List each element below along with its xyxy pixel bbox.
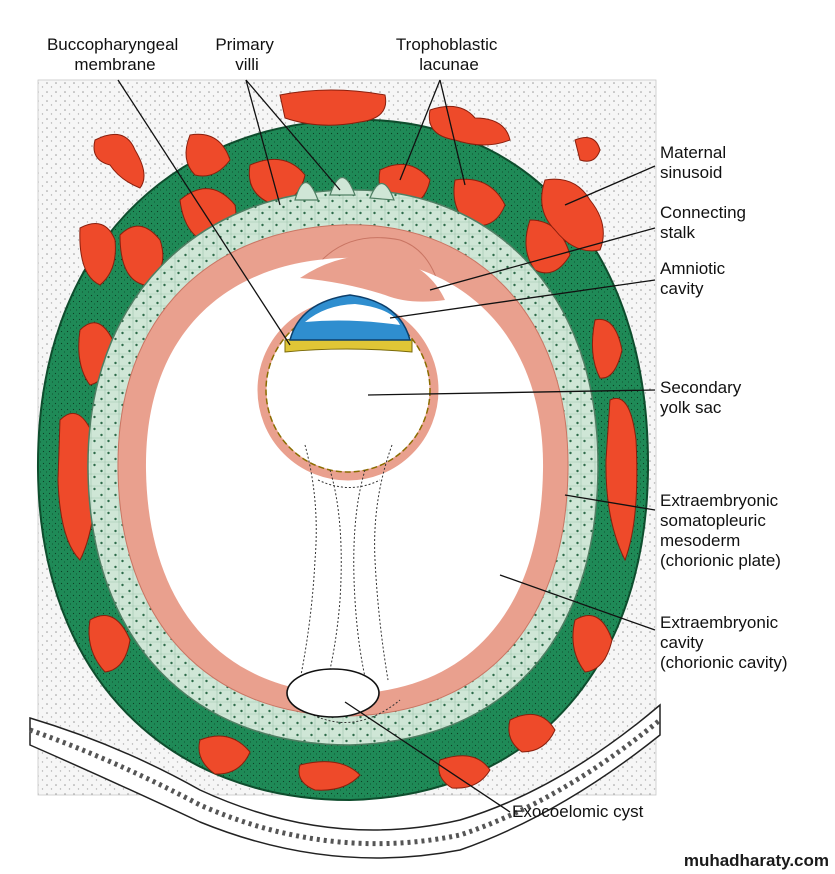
label-somatopleuric-mesoderm: Extraembryonic somatopleuric mesoderm (c…: [660, 491, 783, 570]
maternal-sinusoids: [79, 89, 604, 286]
label-connecting-stalk-line-1: Connecting: [660, 203, 746, 222]
label-extraembryonic-cavity-line-3: (chorionic cavity): [660, 653, 788, 672]
uterine-epithelium: [29, 703, 662, 859]
label-extraembryonic-cavity-line-1: Extraembryonic: [660, 613, 779, 632]
label-amniotic-cavity-line-2: cavity: [660, 279, 704, 298]
mesodermal-strands: [289, 444, 401, 723]
label-amniotic-cavity-line-1: Amniotic: [660, 259, 726, 278]
connecting-stalk-top: [300, 255, 445, 302]
label-primary-villi: Primary villi: [215, 35, 278, 74]
label-somatopleuric-mesoderm-line-4: (chorionic plate): [660, 551, 781, 570]
label-buccopharyngeal: Buccopharyngeal membrane: [47, 35, 183, 74]
label-exocoelomic-cyst-line-1: Exocoelomic cyst: [512, 802, 644, 821]
label-maternal-sinusoid: Maternal sinusoid: [660, 143, 731, 182]
amniotic-cavity: [305, 304, 400, 325]
label-maternal-sinusoid-line-2: sinusoid: [660, 163, 722, 182]
leader-lines: [117, 79, 656, 813]
bilaminar-embryo: [257, 294, 439, 481]
label-somatopleuric-mesoderm-line-2: somatopleuric: [660, 511, 766, 530]
label-somatopleuric-mesoderm-line-1: Extraembryonic: [660, 491, 779, 510]
label-amniotic-cavity: Amniotic cavity: [660, 259, 730, 298]
label-buccopharyngeal-line-1: Buccopharyngeal: [47, 35, 178, 54]
label-secondary-yolk-sac-line-2: yolk sac: [660, 398, 722, 417]
label-connecting-stalk-line-2: stalk: [660, 223, 695, 242]
primary-villi: [294, 176, 395, 201]
label-secondary-yolk-sac: Secondary yolk sac: [660, 378, 746, 417]
label-trophoblastic-lacunae: Trophoblastic lacunae: [396, 35, 502, 74]
exocoelomic-cyst: [286, 668, 380, 718]
label-extraembryonic-cavity-line-2: cavity: [660, 633, 704, 652]
label-trophoblastic-lacunae-line-1: Trophoblastic: [396, 35, 498, 54]
label-primary-villi-line-2: villi: [235, 55, 259, 74]
label-somatopleuric-mesoderm-line-3: mesoderm: [660, 531, 740, 550]
label-buccopharyngeal-line-2: membrane: [74, 55, 155, 74]
label-maternal-sinusoid-line-1: Maternal: [660, 143, 726, 162]
label-primary-villi-line-1: Primary: [215, 35, 274, 54]
label-secondary-yolk-sac-line-1: Secondary: [660, 378, 742, 397]
label-connecting-stalk: Connecting stalk: [660, 203, 751, 242]
watermark: muhadharaty.com: [684, 851, 829, 870]
label-trophoblastic-lacunae-line-2: lacunae: [419, 55, 479, 74]
label-exocoelomic-cyst: Exocoelomic cyst: [512, 802, 644, 821]
label-extraembryonic-cavity: Extraembryonic cavity (chorionic cavity): [660, 613, 788, 672]
